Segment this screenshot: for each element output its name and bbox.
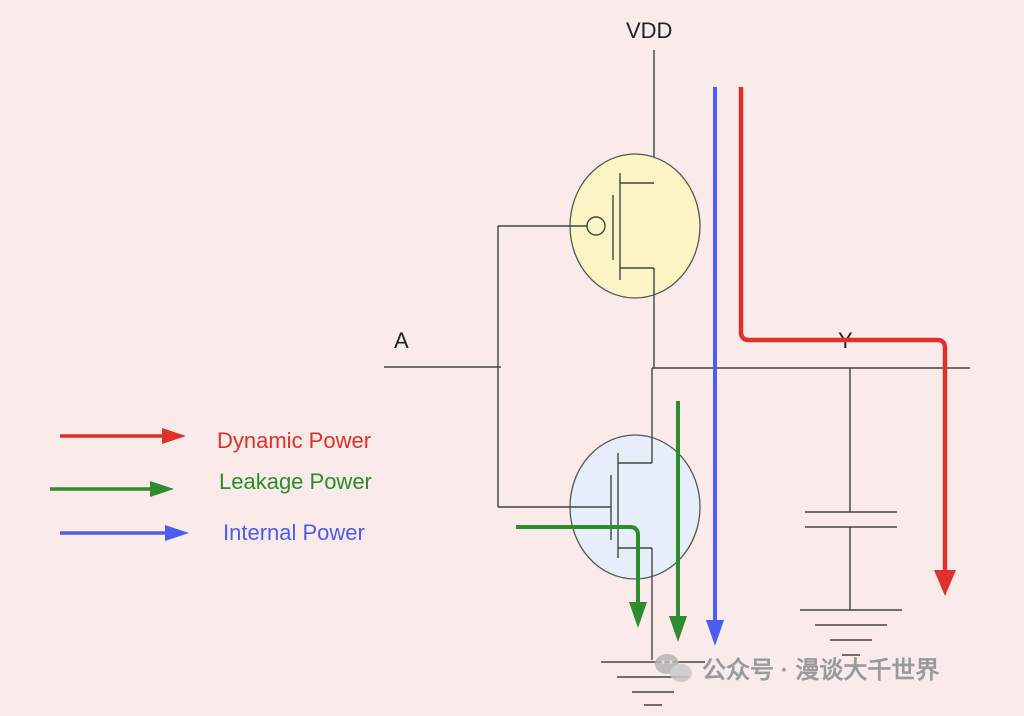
legend-arrow-icon <box>162 428 186 444</box>
pmos-body <box>569 153 701 299</box>
vdd-label: VDD <box>626 18 672 43</box>
legend-label-dynamic: Dynamic Power <box>217 428 371 453</box>
legend-item-dynamic-power: Dynamic Power <box>60 428 371 453</box>
pmos-transistor <box>569 153 701 368</box>
legend-arrow-icon <box>150 481 174 497</box>
watermark-text: 公众号 · 漫谈大千世界 <box>702 657 939 684</box>
legend-item-leakage-power: Leakage Power <box>50 469 372 497</box>
dynamic-power-path <box>738 87 956 596</box>
watermark: 公众号 · 漫谈大千世界 <box>655 654 939 684</box>
legend-item-internal-power: Internal Power <box>60 520 365 545</box>
legend-label-internal: Internal Power <box>223 520 365 545</box>
internal-power-path <box>706 87 724 646</box>
legend-label-leakage: Leakage Power <box>219 469 372 494</box>
capacitor-ground-symbol <box>800 609 902 656</box>
legend: Dynamic Power Leakage Power Internal Pow… <box>50 428 372 545</box>
legend-arrow-icon <box>165 525 189 541</box>
load-capacitor <box>805 368 897 610</box>
input-a-label: A <box>394 328 409 353</box>
wechat-icon <box>655 654 692 682</box>
leakage-power-path-gate <box>516 525 647 628</box>
leakage-power-path-drain <box>669 401 687 642</box>
